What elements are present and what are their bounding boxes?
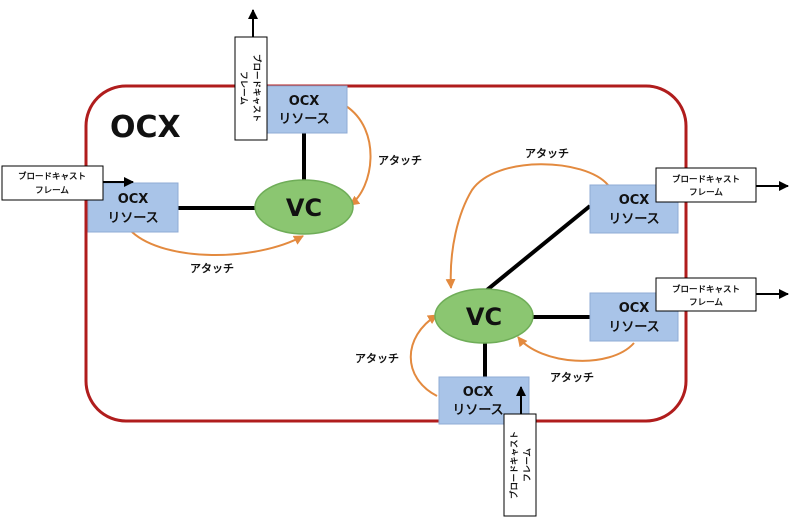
- attach-label-rmid: アタッチ: [550, 371, 594, 384]
- frame-bottom-line1: ブロードキャスト: [509, 431, 520, 499]
- attach-arrow-bottom: [409, 314, 438, 397]
- attach-arrow-left: [131, 231, 304, 256]
- frame-bottom-line2: フレーム: [523, 448, 533, 482]
- resource-left-line2: リソース: [107, 211, 158, 226]
- resource-rtop-line1: OCX: [619, 193, 650, 208]
- vc-node-right: VC: [434, 288, 534, 344]
- resource-rmid-line2: リソース: [608, 320, 659, 335]
- frame-rtop-line1: ブロードキャスト: [672, 174, 740, 185]
- broadcast-frame-top: ブロードキャスト フレーム: [234, 36, 268, 141]
- frame-rtop-line2: フレーム: [689, 188, 723, 198]
- resource-rmid-line1: OCX: [619, 301, 650, 316]
- broadcast-frame-left: ブロードキャスト フレーム: [1, 165, 104, 201]
- attach-label-bottom: アタッチ: [355, 352, 399, 365]
- attach-arrow-rtop: [445, 163, 609, 289]
- broadcast-frame-right-top: ブロードキャスト フレーム: [655, 167, 757, 203]
- attach-label-rtop: アタッチ: [525, 147, 569, 160]
- vc-node-left: VC: [254, 179, 354, 235]
- resource-bottom-line2: リソース: [452, 403, 503, 418]
- broadcast-frame-bottom: ブロードキャスト フレーム: [503, 413, 537, 517]
- frame-left-line2: フレーム: [35, 186, 69, 196]
- frame-rmid-line2: フレーム: [689, 298, 723, 308]
- frame-left-line1: ブロードキャスト: [18, 171, 86, 182]
- vc-left-label: VC: [286, 194, 322, 222]
- vc-right-label: VC: [466, 303, 502, 331]
- resource-bottom-line1: OCX: [463, 385, 494, 400]
- resource-left-line1: OCX: [118, 192, 149, 207]
- resource-top-line1: OCX: [289, 94, 320, 109]
- resource-rtop-line2: リソース: [608, 212, 659, 227]
- attach-arrow-rmid: [517, 336, 635, 362]
- resource-box-top: OCX リソース: [261, 85, 348, 134]
- frame-top-line1: ブロードキャスト: [251, 54, 262, 122]
- resource-top-line2: リソース: [278, 112, 329, 127]
- link-rtop-res-to-vc: [480, 204, 592, 296]
- frame-rmid-line1: ブロードキャスト: [672, 284, 740, 295]
- ocx-container: [84, 84, 688, 423]
- attach-label-top: アタッチ: [378, 154, 422, 167]
- frame-top-line2: フレーム: [238, 71, 248, 105]
- broadcast-frame-right-mid: ブロードキャスト フレーム: [655, 277, 757, 312]
- attach-arrow-top: [345, 105, 372, 206]
- ocx-title: OCX: [110, 110, 181, 145]
- attach-label-left: アタッチ: [190, 262, 234, 275]
